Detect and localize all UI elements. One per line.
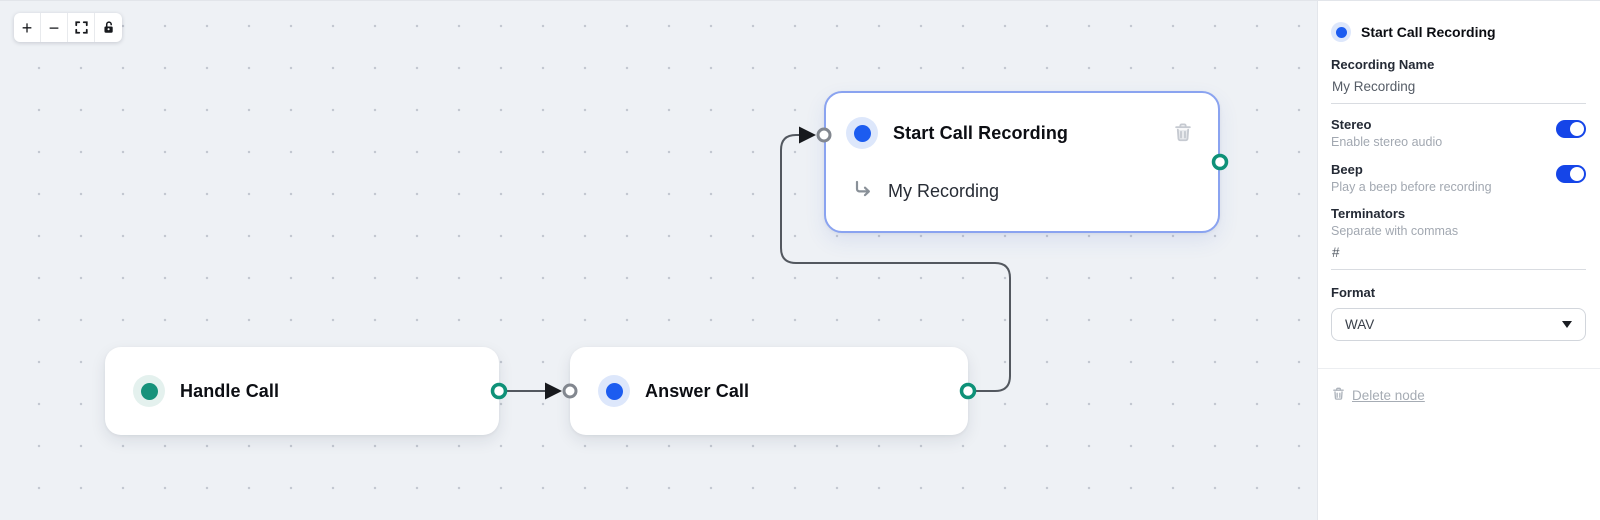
panel-divider: [1318, 368, 1600, 369]
fit-view-icon: [74, 20, 89, 35]
node-title: Start Call Recording: [893, 122, 1069, 143]
delete-node-link[interactable]: Delete node: [1331, 386, 1425, 404]
trash-icon: [1331, 386, 1346, 404]
stereo-field-text: Stereo Enable stereo audio: [1331, 117, 1442, 149]
branch-arrow-icon: [851, 177, 875, 206]
node-answer-call[interactable]: Answer Call: [570, 347, 968, 435]
canvas-controls: + −: [14, 13, 122, 42]
node-title: Answer Call: [645, 380, 750, 401]
beep-toggle[interactable]: [1556, 165, 1586, 183]
terminators-description: Separate with commas: [1331, 224, 1459, 238]
panel-title: Start Call Recording: [1361, 24, 1496, 40]
format-label: Format: [1331, 285, 1376, 300]
delete-node-button[interactable]: [1172, 121, 1194, 146]
node-type-dot-icon: [1331, 22, 1351, 42]
format-selected-value: WAV: [1345, 317, 1375, 332]
terminators-input[interactable]: [1331, 238, 1586, 270]
delete-node-label: Delete node: [1352, 387, 1425, 403]
node-type-dot-icon: [846, 117, 878, 149]
chevron-down-icon: [1562, 321, 1572, 328]
edge-arrowhead-icon: [545, 382, 562, 400]
recording-name-label: Recording Name: [1331, 57, 1435, 72]
node-type-dot-icon: [598, 375, 630, 407]
edge-arrowhead-icon: [799, 126, 816, 144]
zoom-out-button[interactable]: −: [41, 13, 68, 42]
stereo-description: Enable stereo audio: [1331, 135, 1443, 149]
panel-header: Start Call Recording: [1331, 1, 1586, 42]
format-select[interactable]: WAV: [1331, 308, 1586, 341]
edge-layer: [490, 126, 1229, 400]
terminators-label: Terminators: [1331, 206, 1406, 221]
fit-view-button[interactable]: [68, 13, 95, 42]
flow-canvas[interactable]: + −: [0, 1, 1317, 520]
unlock-icon: [101, 20, 116, 35]
beep-field-text: Beep Play a beep before recording: [1331, 162, 1492, 194]
stereo-toggle[interactable]: [1556, 120, 1586, 138]
stereo-label: Stereo: [1331, 117, 1372, 132]
lock-button[interactable]: [95, 13, 122, 42]
node-handle-call[interactable]: Handle Call: [105, 347, 499, 435]
zoom-in-button[interactable]: +: [14, 13, 41, 42]
node-title: Handle Call: [180, 380, 280, 401]
node-properties-panel: Start Call Recording Recording Name Ster…: [1317, 1, 1600, 520]
node-subtitle: My Recording: [888, 181, 1000, 201]
beep-description: Play a beep before recording: [1331, 180, 1492, 194]
beep-label: Beep: [1331, 162, 1363, 177]
trash-icon: [1172, 121, 1194, 146]
node-start-call-recording[interactable]: Start Call Recording: [824, 91, 1220, 233]
recording-name-input[interactable]: [1331, 72, 1586, 104]
node-type-dot-icon: [133, 375, 165, 407]
